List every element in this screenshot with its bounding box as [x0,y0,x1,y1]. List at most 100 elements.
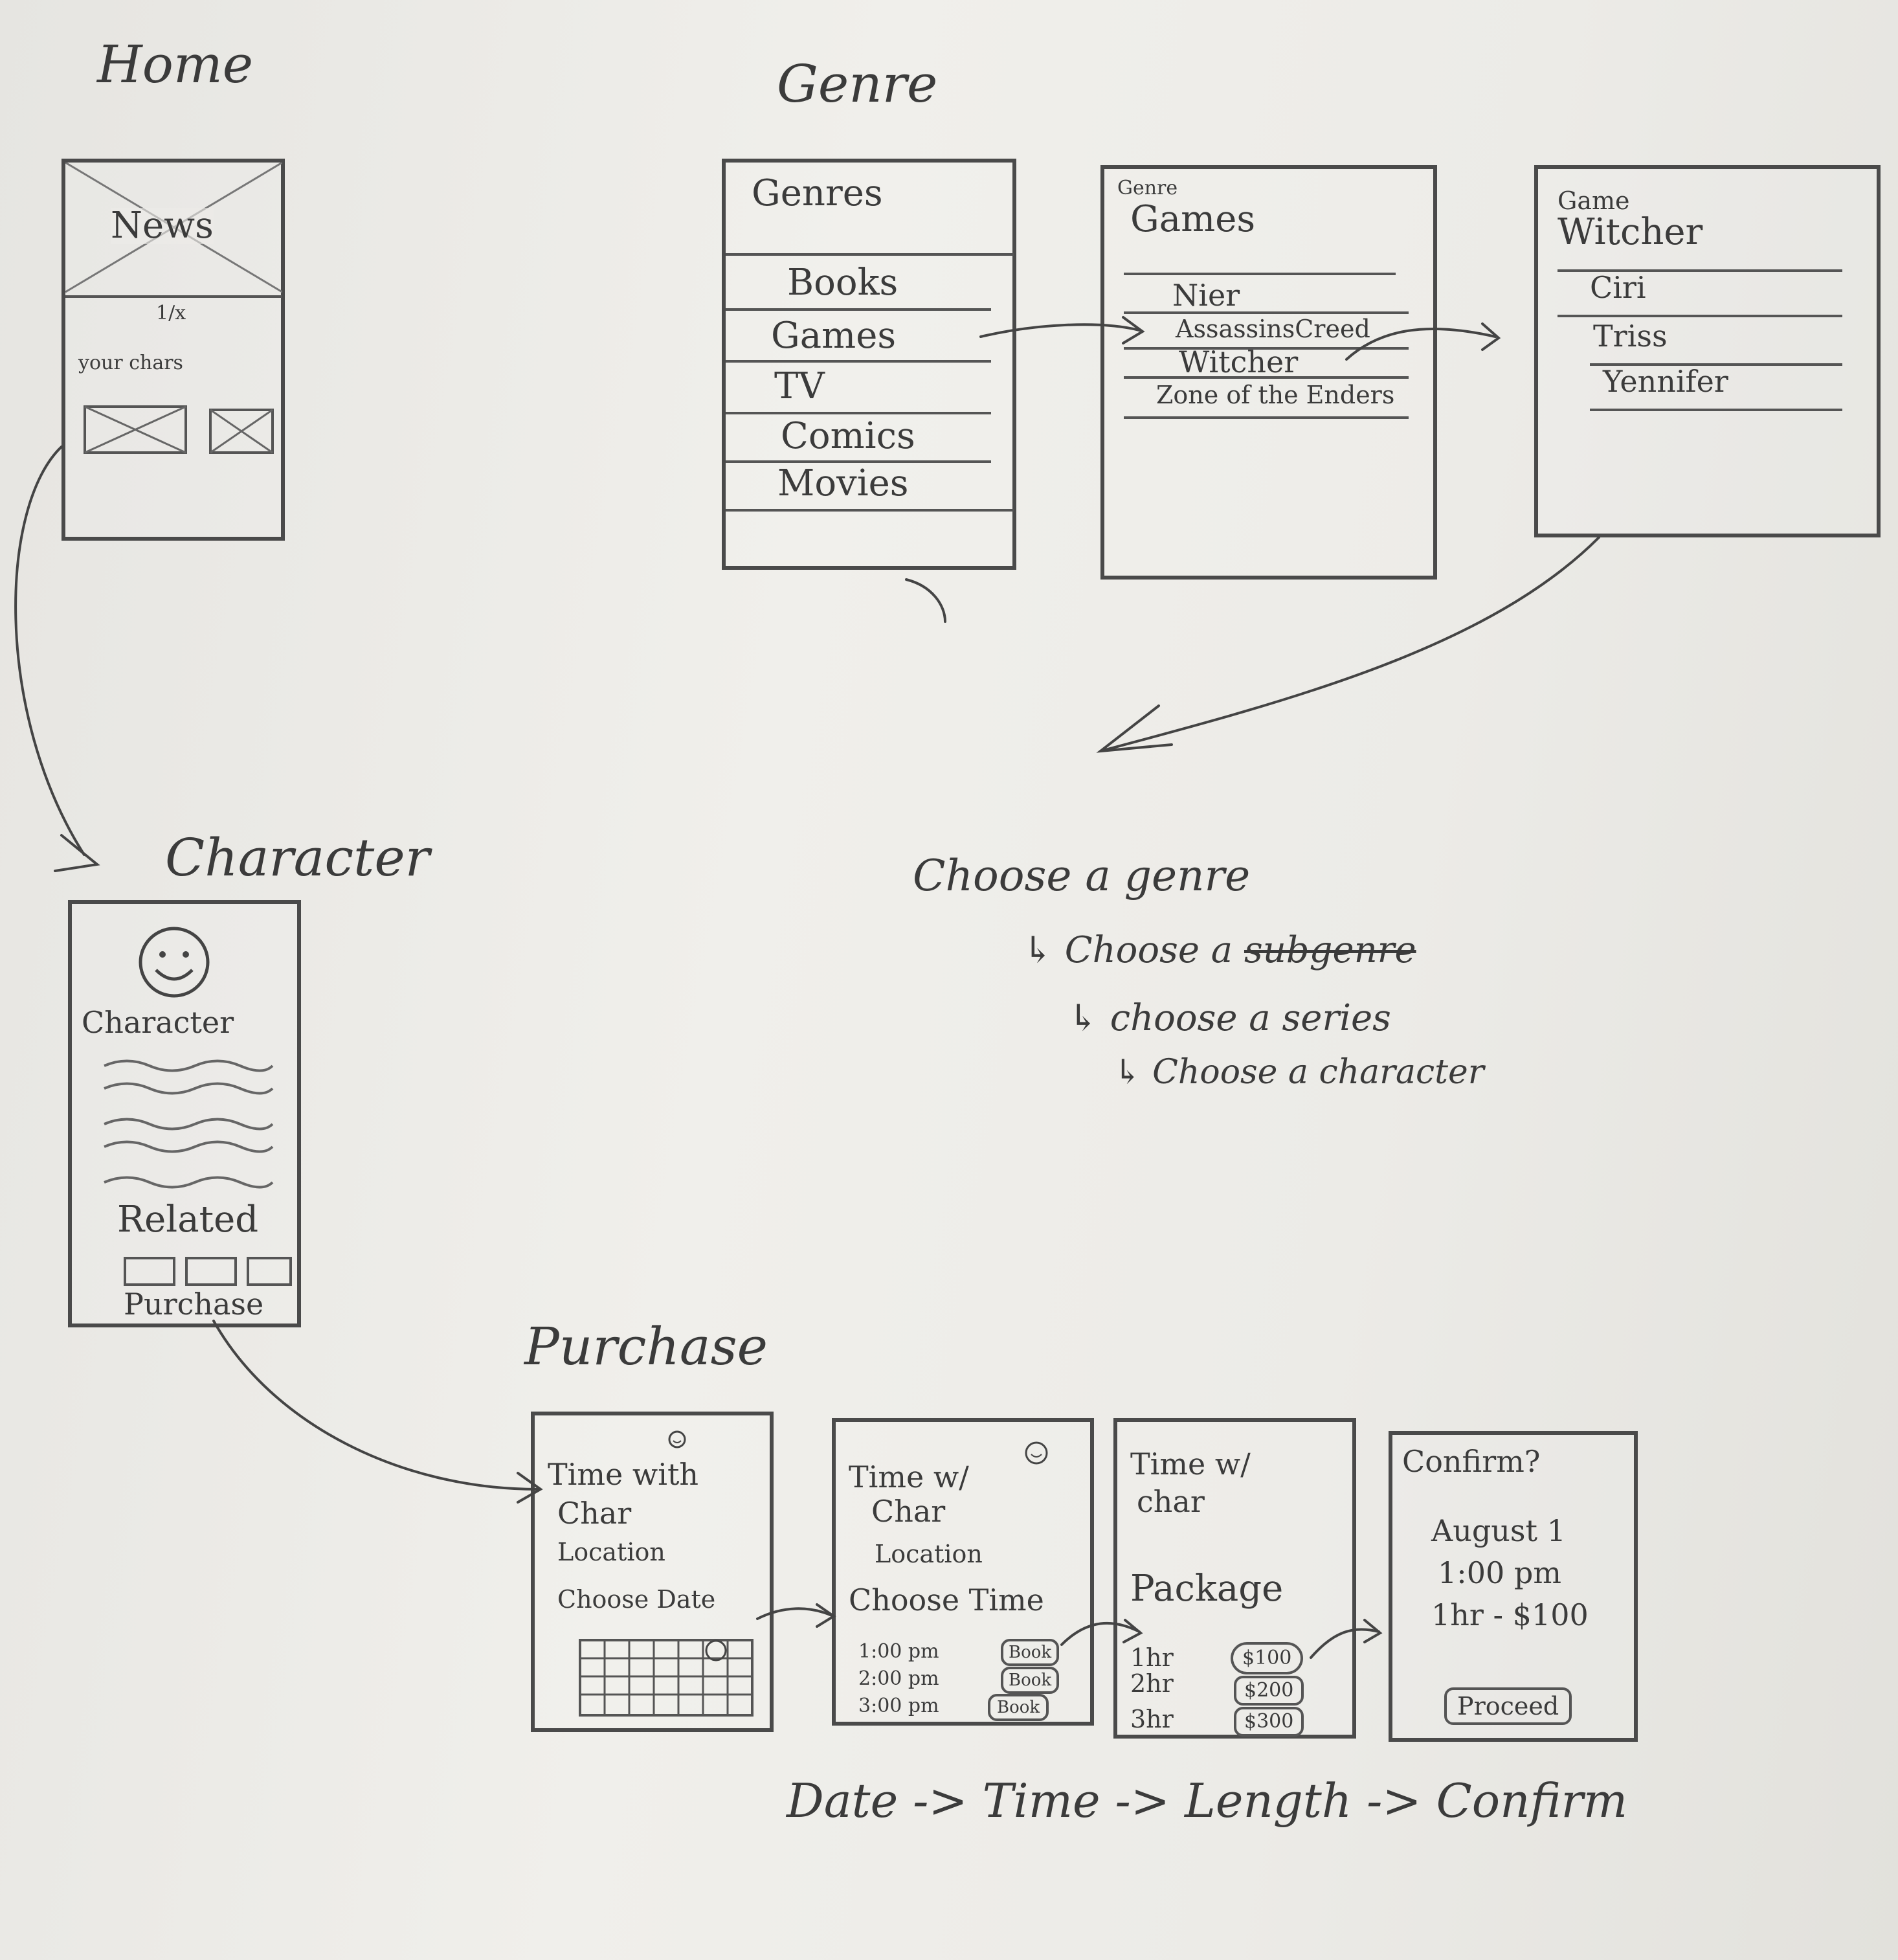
connector-genres-to-games [979,323,1141,338]
genre-divider [726,360,991,363]
char-label: Char [871,1494,946,1529]
games-screen-frame: Genre Games Nier AssassinsCreed Witcher … [1100,165,1437,580]
genre-divider [726,308,991,311]
arrowhead-icon [1122,1619,1143,1643]
char-label: char [1137,1484,1205,1519]
section-title-home: Home [97,34,254,95]
connector-home-to-character [14,445,85,856]
your-char-thumb-2[interactable] [209,409,274,454]
game-divider [1124,347,1409,350]
home-screen-frame: News 1/x your chars [61,159,285,541]
time-slot: 1:00 pm [858,1640,939,1663]
purchase-button[interactable]: Purchase [124,1287,264,1322]
flow-note-step-2: ↳ Choose a subgenre [1023,932,1416,969]
related-heading: Related [117,1199,259,1241]
your-chars-label: your chars [78,352,183,374]
connector-genres-tail [905,578,946,623]
avatar-icon [668,1430,686,1448]
character-divider [1590,409,1842,411]
game-item-assassins-creed[interactable]: AssassinsCreed [1176,315,1370,343]
character-screen-frame: Character Related Purchase [68,900,301,1327]
games-header-divider [1124,273,1396,275]
char-label: Char [557,1496,632,1531]
choose-time-label: Choose Time [849,1583,1044,1617]
connector-package-to-confirm [1310,1628,1380,1659]
game-item-witcher[interactable]: Witcher [1179,344,1299,379]
news-pager[interactable]: 1/x [156,302,186,324]
choose-date-label: Choose Date [557,1585,716,1614]
purchase-date-screen-frame: Time with Char Location Choose Date [531,1412,774,1732]
related-item[interactable] [124,1257,175,1286]
connector-games-to-witcher [1345,327,1497,361]
avatar-icon [1025,1441,1048,1465]
confirm-heading: Confirm? [1402,1444,1541,1479]
genres-screen-frame: Genres Books Games TV Comics Movies [722,159,1016,570]
package-price-button[interactable]: $300 [1234,1707,1304,1737]
proceed-button[interactable]: Proceed [1444,1687,1572,1725]
book-button[interactable]: Book [1001,1639,1060,1666]
genre-item-books[interactable]: Books [787,262,899,304]
genre-divider [726,412,991,414]
arrowhead-icon [1122,316,1145,344]
character-avatar-icon [139,927,210,998]
genre-item-tv[interactable]: TV [774,365,825,407]
package-duration: 3hr [1130,1705,1174,1733]
flow-step-length: Length [1185,1774,1352,1828]
flow-step-confirm: Confirm [1436,1774,1628,1828]
character-name-heading: Character [82,1005,234,1040]
package-price-button[interactable]: $200 [1234,1676,1304,1706]
character-item-triss[interactable]: Triss [1593,319,1668,354]
game-divider [1124,376,1409,379]
genres-title: Genres [752,172,883,214]
character-item-ciri[interactable]: Ciri [1590,270,1646,305]
book-button[interactable]: Book [1001,1667,1060,1694]
games-title: Games [1130,198,1256,240]
flow-note-step-3-text: choose a series [1110,997,1391,1039]
games-breadcrumb[interactable]: Genre [1117,177,1178,199]
game-item-nier[interactable]: Nier [1172,278,1240,313]
genre-divider [726,509,1014,512]
purchase-package-screen-frame: Time w/ char Package 1hr 2hr 3hr $100 $2… [1113,1418,1356,1739]
character-item-yennifer[interactable]: Yennifer [1603,364,1728,399]
related-item[interactable] [247,1257,292,1286]
news-heading: News [111,205,214,247]
game-divider [1124,311,1409,314]
connector-date-to-time [756,1607,833,1620]
flow-note-step-3: ↳ choose a series [1068,1000,1391,1037]
section-title-genre: Genre [777,54,938,114]
date-picker-calendar[interactable] [579,1639,754,1717]
time-slot: 2:00 pm [858,1667,939,1690]
arrowhead-icon [1481,322,1501,351]
connector-witcher-to-notes [1099,536,1600,752]
genre-item-movies[interactable]: Movies [777,462,909,504]
location-label: Location [557,1538,665,1566]
purchase-flow-caption: Date -> Time -> Length -> Confirm [787,1777,1627,1824]
character-divider [1557,315,1842,317]
package-price-button[interactable]: $100 [1231,1642,1304,1674]
flow-note-arrow-icon: ↳ [1023,929,1053,971]
news-divider [65,295,282,298]
connector-time-to-package [1060,1621,1141,1646]
arrowhead-icon [517,1472,543,1504]
witcher-breadcrumb[interactable]: Game [1557,186,1630,215]
flow-note-step-4: ↳ Choose a character [1113,1055,1484,1089]
confirm-time: 1:00 pm [1438,1555,1561,1590]
time-slot: 3:00 pm [858,1695,939,1717]
genre-divider [726,460,991,463]
witcher-screen-frame: Game Witcher Ciri Triss Yennifer [1534,165,1881,537]
arrowhead-icon [1363,1619,1383,1643]
confirm-date: August 1 [1431,1513,1566,1548]
purchase-heading: Time w/ [1130,1447,1251,1481]
related-item[interactable] [185,1257,237,1286]
your-char-thumb-1[interactable] [84,405,187,454]
package-duration: 2hr [1130,1669,1174,1698]
confirm-summary: 1hr - $100 [1431,1597,1589,1632]
book-button[interactable]: Book [988,1694,1049,1721]
genre-item-games[interactable]: Games [771,315,897,357]
game-item-zone-of-the-enders[interactable]: Zone of the Enders [1156,381,1395,409]
arrowhead-icon [1096,704,1173,753]
purchase-heading: Time with [548,1457,699,1492]
genre-item-comics[interactable]: Comics [781,415,915,457]
